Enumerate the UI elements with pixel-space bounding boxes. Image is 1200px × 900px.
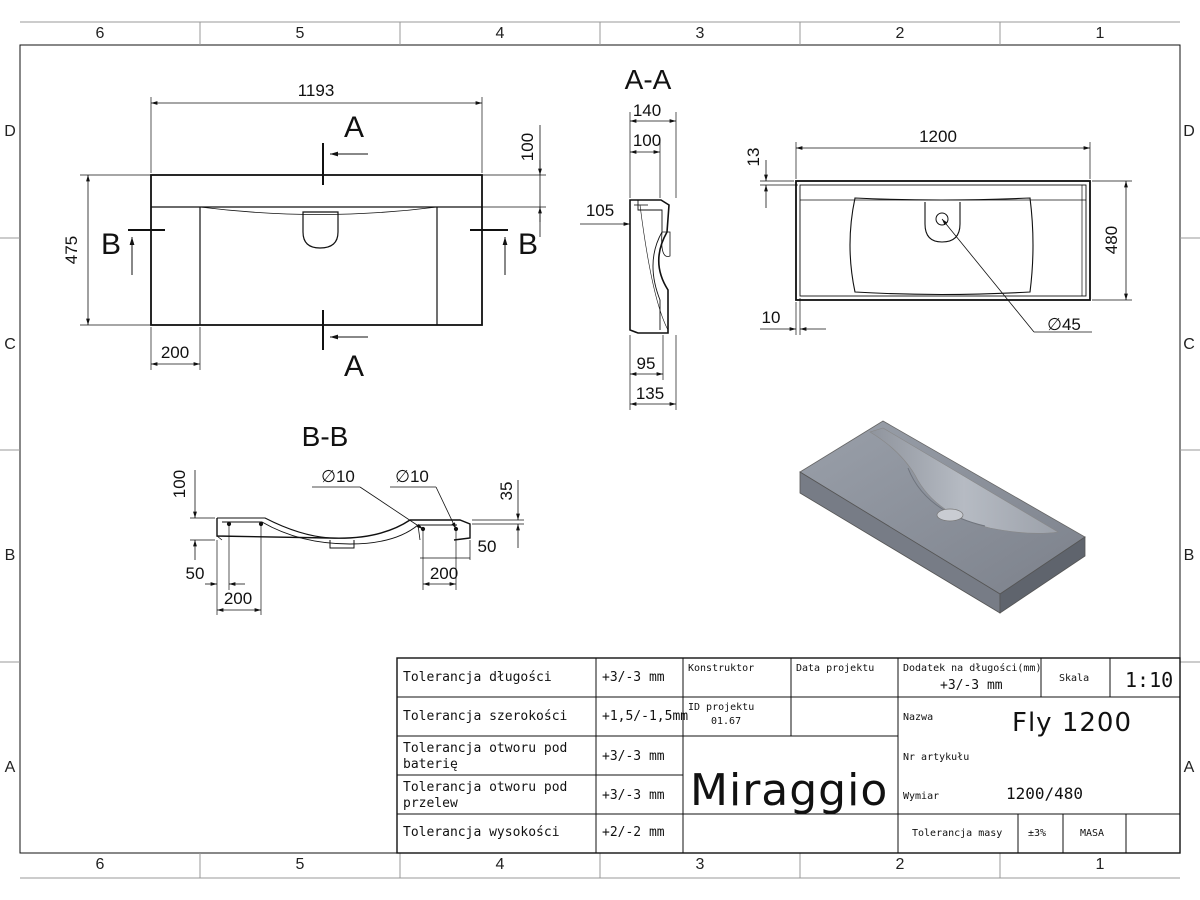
zone-column-label: 6 [95,856,105,873]
zone-row-label: C [1183,336,1195,353]
zone-column-label: 5 [295,25,305,42]
dim-bb-right-span: 200 [429,564,459,583]
cut-label-a-top: A [343,111,365,144]
skala-value: 1:10 [1125,668,1174,692]
product-name: Fly 1200 [1012,708,1132,738]
dim-plan-width: 480 [1102,225,1121,255]
nazwa-label: Nazwa [903,712,934,723]
nr-artykulu-label: Nr artykułu [903,752,970,763]
tolerance-value: +3/-3 mm [602,788,665,803]
top-view [80,97,546,370]
dim-top-depth-back: 100 [518,132,537,162]
dim-bb-rise: 35 [497,481,516,501]
zone-row-label: B [4,547,16,564]
dodatek-label: Dodatek na długości(mm) [903,663,1042,674]
dim-aa-base-inner: 95 [636,354,656,373]
dim-aa-height: 105 [585,201,615,220]
dim-aa-inner: 100 [632,131,662,150]
dim-bb-left-step: 50 [185,564,205,583]
sheet-frame [0,21,1200,879]
title-block-grid [396,657,1181,854]
dim-plan-rim: 13 [744,147,763,167]
tolerance-value: +3/-3 mm [602,749,665,764]
dim-bb-hole-2: ∅10 [395,467,429,486]
plan-view [760,142,1132,335]
wymiar-label: Wymiar [903,791,940,802]
tolerance-value: +3/-3 mm [602,670,665,685]
dodatek-value: +3/-3 mm [940,678,1003,693]
tolerance-label: Tolerancja długości [403,670,552,685]
dim-bb-hole-1: ∅10 [321,467,355,486]
zone-row-label: C [4,336,16,353]
section-aa-title: A-A [624,64,672,95]
zone-row-label: D [4,123,16,140]
wymiar-value: 1200/480 [1006,784,1084,803]
cut-label-b-left: B [100,228,122,261]
konstruktor-label: Konstruktor [688,663,755,674]
dim-bb-right-step: 50 [477,537,497,556]
dim-plan-edge: 10 [761,308,781,327]
dim-bb-depth: 100 [170,469,189,499]
masa-label: MASA [1080,828,1105,839]
tolerancja-masy-value: ±3% [1028,828,1047,839]
section-aa-view [580,112,677,410]
section-bb-title: B-B [301,421,349,452]
tolerance-label: Tolerancja szerokości [403,709,568,724]
zone-column-label: 1 [1095,25,1105,42]
section-bb-view [190,470,524,615]
dim-top-length: 1193 [297,81,335,100]
tolerance-value: +1,5/-1,5mm [602,709,689,724]
skala-label: Skala [1059,673,1090,684]
zone-row-label: B [1183,547,1195,564]
tolerance-label: Tolerancja otworu pod przelew [403,780,568,811]
dim-aa-total: 140 [632,101,662,120]
zone-row-label: D [1183,123,1195,140]
data-projektu-label: Data projektu [796,663,875,674]
tolerance-value: +2/-2 mm [602,825,665,840]
zone-column-label: 3 [695,856,705,873]
zone-column-label: 4 [495,856,505,873]
zone-column-label: 1 [1095,856,1105,873]
cut-label-b-right: B [517,228,539,261]
dim-top-width: 475 [62,235,81,265]
zone-column-label: 2 [895,25,905,42]
zone-column-label: 4 [495,25,505,42]
tolerancja-masy-label: Tolerancja masy [912,828,1003,839]
dim-bb-left-span: 200 [223,589,253,608]
id-projektu-label: ID projektu [688,702,755,713]
id-projektu-value: 01.67 [711,716,742,727]
dim-drain-diameter: ∅45 [1047,315,1081,334]
brand-logo-text: Miraggio [690,765,889,816]
zone-column-label: 5 [295,856,305,873]
zone-row-label: A [4,759,16,776]
tolerance-label: Tolerancja wysokości [403,825,560,840]
zone-row-label: A [1183,759,1195,776]
tolerance-label: Tolerancja otworu pod baterię [403,741,568,772]
zone-column-label: 2 [895,856,905,873]
zone-column-label: 3 [695,25,705,42]
zone-column-label: 6 [95,25,105,42]
sink-3d-render [799,420,1086,614]
dim-top-offset: 200 [160,343,190,362]
cut-label-a-bottom: A [343,350,365,383]
dim-plan-length: 1200 [919,127,957,146]
dim-aa-base-total: 135 [635,384,665,403]
